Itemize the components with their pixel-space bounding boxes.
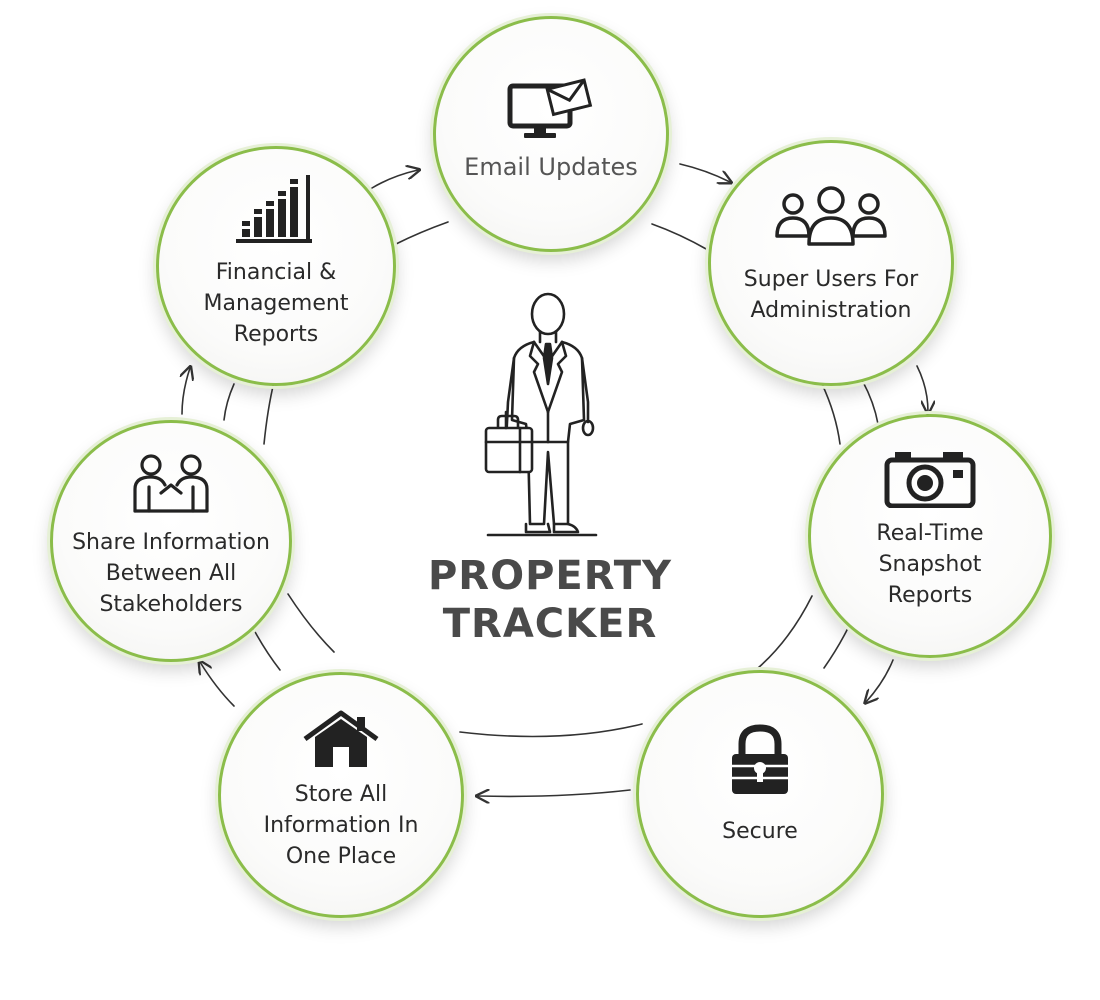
- ring-arc-left-3: [223, 383, 235, 421]
- node-real-time-snapshot: Real-Time Snapshot Reports: [808, 414, 1052, 658]
- ring-arc-bottom: [459, 723, 643, 738]
- ring-arc-right-2: [861, 379, 879, 425]
- node-secure: Secure: [636, 670, 884, 918]
- businessman-with-briefcase-icon: [484, 292, 598, 537]
- node-super-users: Super Users For Administration: [708, 140, 954, 386]
- node-financial-reports: Financial & Management Reports: [156, 146, 396, 386]
- ring-arc-left-1: [287, 593, 335, 653]
- arrow-email-to-superusers: [679, 163, 730, 182]
- ring-arc-top-right: [651, 223, 709, 251]
- arrow-share-to-financial: [182, 368, 190, 415]
- monitor-email-icon: [507, 77, 593, 138]
- node-label: Secure: [722, 818, 798, 844]
- node-email-updates: Email Updates: [433, 16, 669, 252]
- node-label: Store All Information In One Place: [263, 781, 419, 869]
- arrow-snapshot-to-secure: [866, 659, 894, 702]
- node-share-information: Share Information Between All Stakeholde…: [50, 420, 292, 662]
- arrow-financial-to-email: [371, 170, 418, 189]
- node-label: Super Users For Administration: [743, 267, 919, 323]
- camera-icon: [884, 451, 976, 508]
- ring-arc-right-4: [823, 627, 849, 669]
- arrow-secure-to-store: [478, 790, 631, 796]
- arrow-store-to-share: [200, 662, 235, 707]
- padlock-icon: [732, 723, 788, 794]
- node-label: Share Information Between All Stakeholde…: [72, 529, 270, 617]
- handshake-icon: [133, 453, 209, 513]
- house-icon: [303, 710, 379, 767]
- user-group-icon: [775, 186, 887, 246]
- bar-chart-icon: [236, 174, 312, 243]
- arrow-superusers-to-snapshot: [916, 365, 928, 412]
- node-store-information: Store All Information In One Place: [218, 672, 464, 918]
- node-label: Financial & Management Reports: [203, 259, 349, 347]
- ring-arc-right-3: [757, 595, 813, 669]
- center-title: PROPERTY TRACKER: [427, 553, 672, 647]
- ring-arc-top-left: [395, 221, 449, 245]
- ring-arc-left-2: [253, 629, 281, 671]
- node-label: Email Updates: [464, 152, 638, 181]
- ring-arc-right-1: [821, 383, 841, 445]
- node-label: Real-Time Snapshot Reports: [876, 520, 984, 608]
